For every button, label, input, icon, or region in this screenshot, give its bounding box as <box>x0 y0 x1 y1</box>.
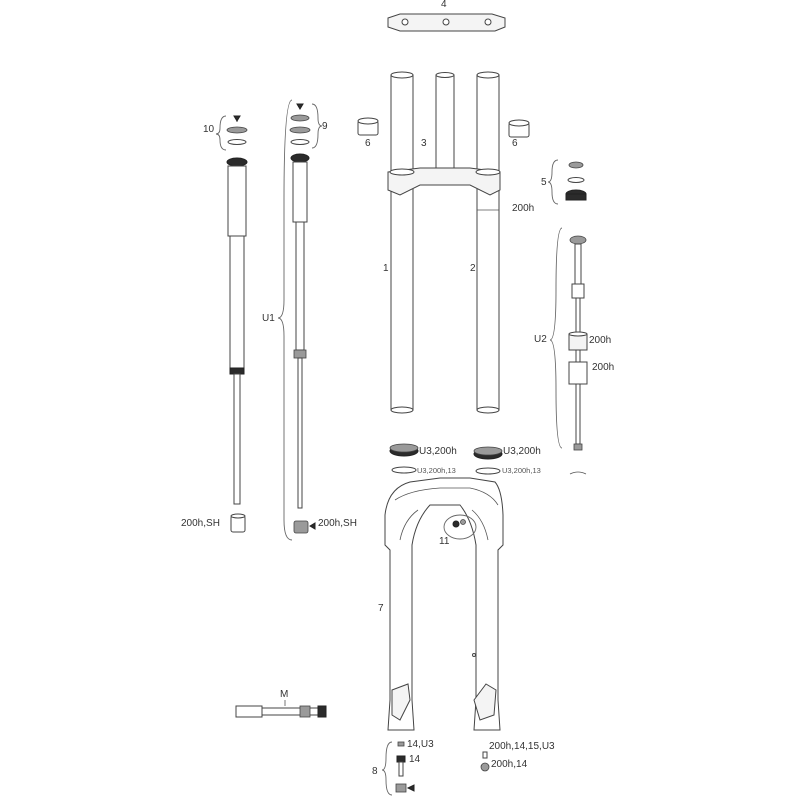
nut-right <box>293 520 316 534</box>
part-right-bolts <box>480 751 490 772</box>
callout-200h-crown: 200h <box>512 203 535 214</box>
callout-u2: U2 <box>534 334 547 345</box>
part-6-cap-left <box>357 117 379 136</box>
axle-m <box>235 700 327 718</box>
callout-u3-200h-13-left: U3,200h,13 <box>417 466 456 475</box>
callout-8: 8 <box>372 766 378 777</box>
callout-6-left: 6 <box>365 138 371 149</box>
callout-u3-200h-left: U3,200h <box>419 446 457 457</box>
seal-left <box>389 443 419 474</box>
callout-200h-sh-left: 200h,SH <box>181 518 220 529</box>
callout-m: M <box>280 689 289 700</box>
left-damper-cartridge <box>226 157 248 505</box>
part-4-top-bracket <box>387 13 506 32</box>
part-9-stack <box>289 103 323 149</box>
callout-200h-u2-b: 200h <box>592 362 615 373</box>
part-11-valve <box>443 514 477 540</box>
callout-u1: U1 <box>262 313 275 324</box>
callout-2: 2 <box>470 263 476 274</box>
callout-14-u3: 14,U3 <box>407 739 434 750</box>
crown <box>387 167 501 196</box>
u1-brace <box>277 99 293 541</box>
callout-9: 9 <box>322 121 328 132</box>
callout-u3-200h-right: U3,200h <box>503 446 541 457</box>
seal-right <box>473 446 503 475</box>
callout-6-right: 6 <box>512 138 518 149</box>
right-spring-cartridge <box>549 227 588 451</box>
callout-200h-14-15-u3: 200h,14,15,U3 <box>489 741 555 752</box>
callout-7: 7 <box>378 603 384 614</box>
part-10-stack <box>215 115 248 151</box>
callout-u3-200h-13-right: U3,200h,13 <box>502 466 541 475</box>
callout-200h-u2-a: 200h <box>589 335 612 346</box>
callout-11: 11 <box>439 536 450 547</box>
nut-left <box>230 513 246 533</box>
middle-air-cartridge <box>290 153 310 509</box>
steerer-tube <box>435 72 455 176</box>
stanchion-right <box>476 71 500 414</box>
callout-200h-sh-right: 200h,SH <box>318 518 357 529</box>
callout-5: 5 <box>541 177 547 188</box>
stanchion-left <box>390 71 414 414</box>
lower-leg-assembly <box>384 477 504 731</box>
callout-1: 1 <box>383 263 389 274</box>
part-5-stack <box>547 159 587 205</box>
callout-10: 10 <box>203 124 215 135</box>
callout-4: 4 <box>441 0 447 10</box>
callout-14: 14 <box>409 754 421 765</box>
callout-200h-14: 200h,14 <box>491 759 528 770</box>
callout-3: 3 <box>421 138 427 149</box>
small-clip <box>569 471 587 475</box>
part-8-bolts <box>381 741 415 796</box>
part-6-cap-right <box>508 119 530 138</box>
